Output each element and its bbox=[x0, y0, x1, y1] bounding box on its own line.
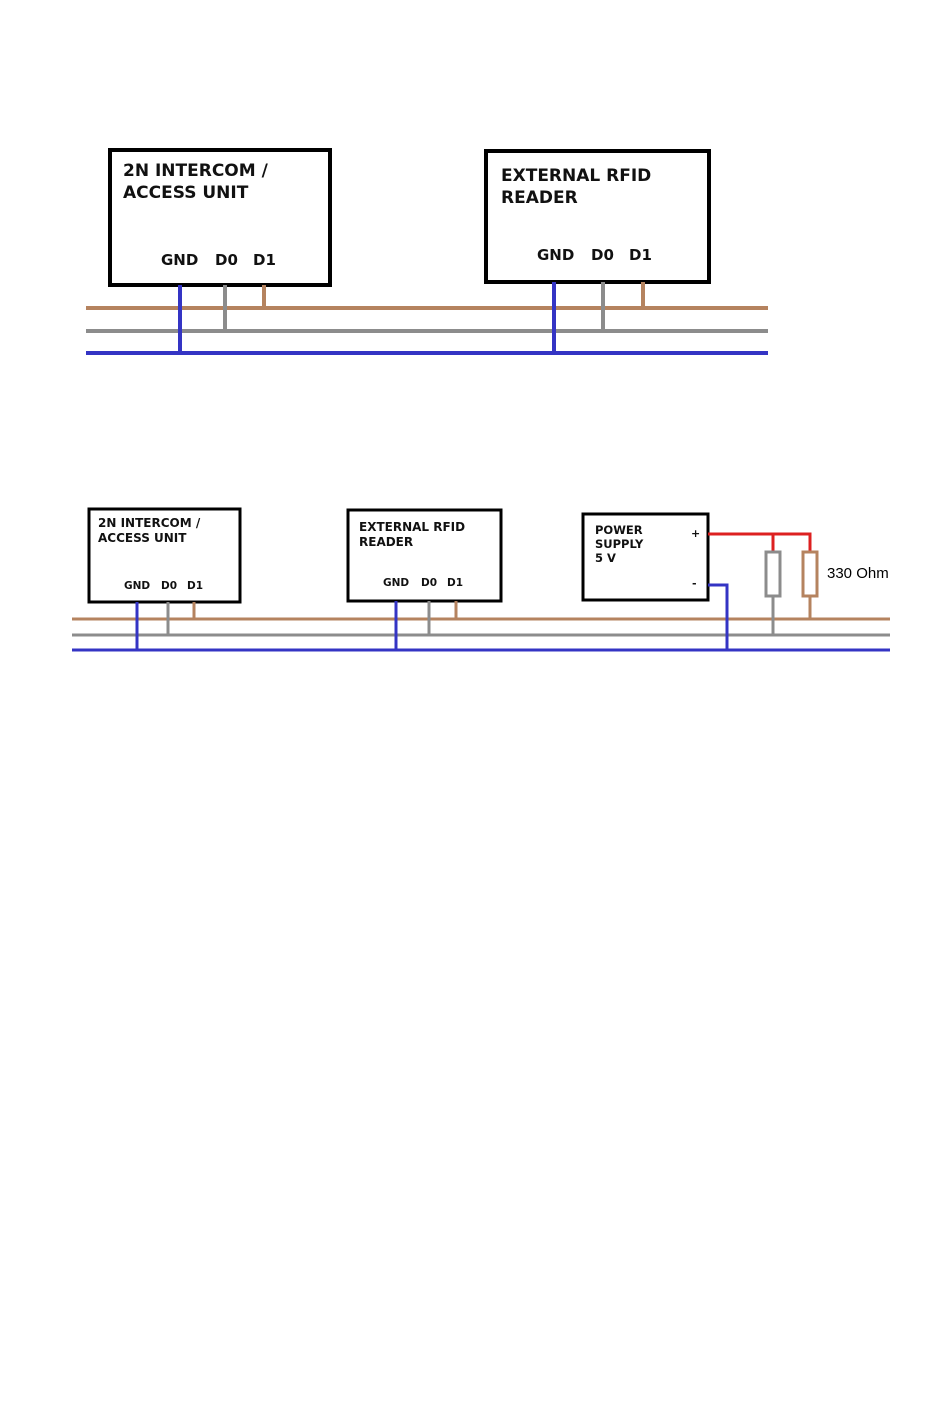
power-supply-line2: SUPPLY bbox=[595, 537, 644, 551]
reader-pin-d0: D0 bbox=[591, 246, 614, 264]
reader-pin-d1: D1 bbox=[629, 246, 652, 264]
intercom-pin-d1-2: D1 bbox=[187, 580, 203, 592]
intercom-title-line1: 2N INTERCOM / bbox=[123, 161, 269, 181]
intercom-pin-d0-2: D0 bbox=[161, 580, 177, 592]
reader-title-line2-2: READER bbox=[359, 535, 413, 549]
power-supply-line3: 5 V bbox=[595, 551, 616, 565]
power-supply-line1: POWER bbox=[595, 523, 643, 537]
diagram-1: 2N INTERCOM / ACCESS UNIT GND D0 D1 EXTE… bbox=[86, 150, 768, 353]
intercom-title-line1-2: 2N INTERCOM / bbox=[98, 516, 201, 530]
intercom-title-line2-2: ACCESS UNIT bbox=[98, 531, 187, 545]
reader-title-line1-2: EXTERNAL RFID bbox=[359, 520, 465, 534]
d1-pullup-resistor bbox=[803, 552, 817, 596]
reader-pin-gnd-2: GND bbox=[383, 577, 409, 589]
intercom-pin-gnd: GND bbox=[161, 251, 198, 269]
power-minus-terminal: - bbox=[692, 577, 697, 590]
d0-pullup-resistor bbox=[766, 552, 780, 596]
reader-title-line2: READER bbox=[501, 188, 578, 208]
reader-title-line1: EXTERNAL RFID bbox=[501, 166, 651, 186]
intercom-pin-gnd-2: GND bbox=[124, 580, 150, 592]
resistor-value-label: 330 Ohm bbox=[827, 565, 889, 582]
power-plus-terminal: + bbox=[691, 527, 700, 540]
reader-pin-d0-2: D0 bbox=[421, 577, 437, 589]
reader-pin-gnd: GND bbox=[537, 246, 574, 264]
intercom-pin-d1: D1 bbox=[253, 251, 276, 269]
intercom-title-line2: ACCESS UNIT bbox=[123, 183, 249, 203]
diagram-2: 2N INTERCOM / ACCESS UNIT GND D0 D1 EXTE… bbox=[72, 509, 890, 650]
intercom-pin-d0: D0 bbox=[215, 251, 238, 269]
reader-pin-d1-2: D1 bbox=[447, 577, 463, 589]
positive-supply-wire bbox=[708, 534, 810, 552]
